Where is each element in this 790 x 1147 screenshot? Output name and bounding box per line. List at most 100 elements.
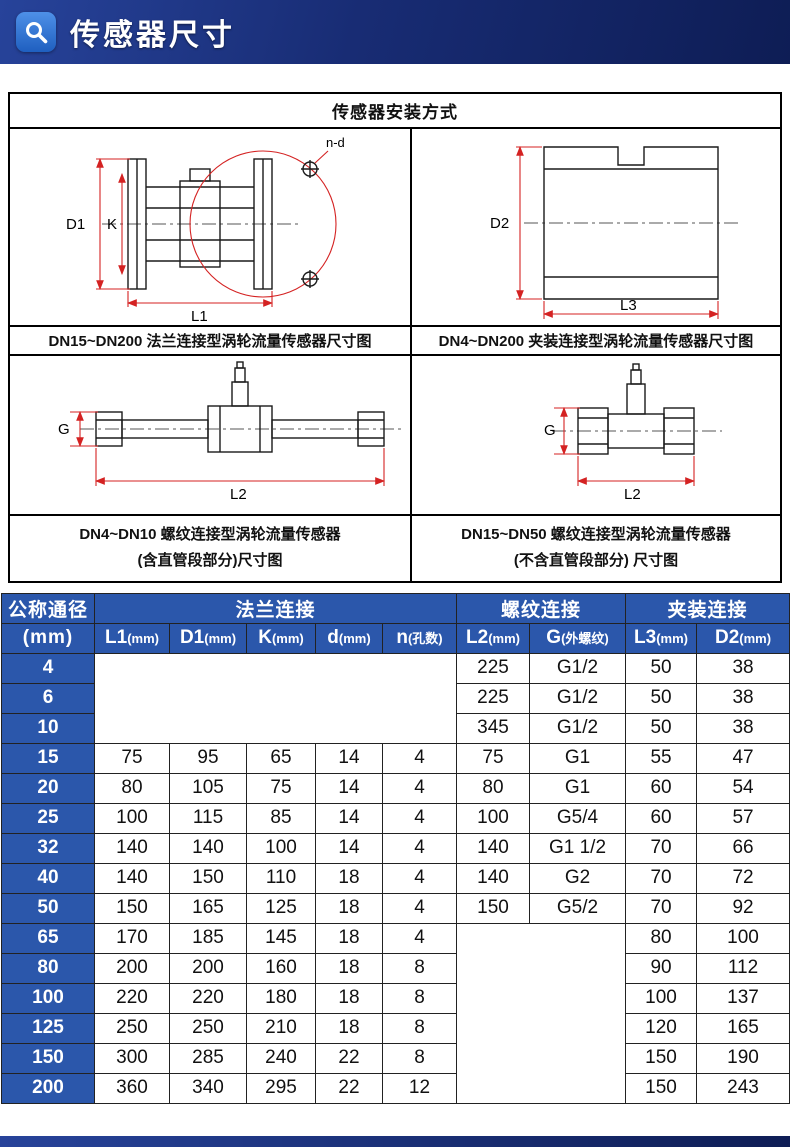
table-subheader-row: (mm) L1(mm)D1(mm)K(mm)d(mm)n(孔数)L2(mm)G(… <box>1 622 790 654</box>
dim-label-l1: L1 <box>191 308 208 325</box>
table-cell: 295 <box>246 1072 316 1104</box>
table-cell: 225 <box>456 652 530 684</box>
page-title: 传感器尺寸 <box>70 19 235 52</box>
dimension-lines <box>96 157 274 307</box>
caption-thread-large-line1: DN15~DN50 螺纹连接型涡轮流量传感器 <box>461 526 731 543</box>
table-cell: 18 <box>315 982 383 1014</box>
cell-nominal-diameter: 40 <box>1 862 95 894</box>
table-cell: 18 <box>315 1012 383 1044</box>
table-group-header-row: 公称通径 法兰连接 螺纹连接 夹装连接 <box>1 592 790 624</box>
dimension-lines <box>516 145 720 319</box>
cell-nominal-diameter: 125 <box>1 1012 95 1044</box>
title-banner: 传感器尺寸 <box>0 0 790 64</box>
table-cell: 220 <box>94 982 170 1014</box>
table-cell: 12 <box>382 1072 457 1104</box>
table-cell: 72 <box>696 862 790 894</box>
table-cell: 100 <box>246 832 316 864</box>
table-cell: 18 <box>315 922 383 954</box>
table-cell: 57 <box>696 802 790 834</box>
column-header-d1: D1(mm) <box>169 622 247 654</box>
table-cell: 165 <box>169 892 247 924</box>
caption-clamp: DN4~DN200 夹装连接型涡轮流量传感器尺寸图 <box>410 325 780 356</box>
cell-nominal-diameter: 10 <box>1 712 95 744</box>
clamp-body <box>543 146 719 300</box>
table-cell: G1 1/2 <box>528 832 627 864</box>
clamp-sensor-svg: D2 L3 <box>490 145 742 319</box>
table-cell: G5/2 <box>528 892 627 924</box>
table-cell: 140 <box>456 862 530 894</box>
table-cell: 140 <box>94 832 170 864</box>
table-cell: 100 <box>456 802 530 834</box>
header-clamp-connection: 夹装连接 <box>625 592 790 624</box>
table-cell: 80 <box>94 772 170 804</box>
bolt-circle <box>189 150 337 298</box>
table-cell: 4 <box>382 742 457 774</box>
table-cell: 200 <box>169 952 247 984</box>
table-cell: 18 <box>315 952 383 984</box>
table-cell: 8 <box>382 1012 457 1044</box>
table-cell: 220 <box>169 982 247 1014</box>
table-cell: 105 <box>169 772 247 804</box>
caption-thread-small-line2: (含直管段部分)尺寸图 <box>137 552 283 570</box>
table-cell: 100 <box>696 922 790 954</box>
table-cell: G2 <box>528 862 627 894</box>
diagram-section-title: 传感器安装方式 <box>10 94 780 129</box>
flange-sensor-svg: D1 K n-d L1 <box>66 135 345 325</box>
table-cell-empty <box>455 922 627 1104</box>
table-cell: 18 <box>315 892 383 924</box>
table-cell: 180 <box>246 982 316 1014</box>
table-cell: 70 <box>625 832 698 864</box>
table-cell: 75 <box>456 742 530 774</box>
dim-label-l2: L2 <box>230 486 247 503</box>
table-cell: 140 <box>94 862 170 894</box>
column-header-l3: L3(mm) <box>625 622 698 654</box>
table-cell: 80 <box>625 922 698 954</box>
column-header-l1: L1(mm) <box>94 622 170 654</box>
bottom-divider-bar <box>0 1135 790 1147</box>
table-cell: 150 <box>625 1042 698 1074</box>
table-cell: 140 <box>169 832 247 864</box>
table-cell: 55 <box>625 742 698 774</box>
cell-nominal-diameter: 32 <box>1 832 95 864</box>
cell-nominal-diameter: 4 <box>1 652 95 684</box>
table-cell: 66 <box>696 832 790 864</box>
table-cell: 50 <box>625 712 698 744</box>
cell-nominal-diameter: 150 <box>1 1042 95 1074</box>
table-cell: 150 <box>456 892 530 924</box>
table-cell: 22 <box>315 1042 383 1074</box>
table-cell: 190 <box>696 1042 790 1074</box>
cell-nominal-diameter: 20 <box>1 772 95 804</box>
table-cell: 8 <box>382 982 457 1014</box>
magnifier-glyph <box>26 22 48 44</box>
table-cell: 14 <box>315 802 383 834</box>
table-cell: 60 <box>625 802 698 834</box>
table-cell: 200 <box>94 952 170 984</box>
table-cell: 160 <box>246 952 316 984</box>
table-cell: 38 <box>696 712 790 744</box>
cell-nominal-diameter: 25 <box>1 802 95 834</box>
table-cell: 90 <box>625 952 698 984</box>
cell-nominal-diameter: 100 <box>1 982 95 1014</box>
table-cell: G1 <box>528 772 627 804</box>
table-cell: 100 <box>94 802 170 834</box>
column-header-g: G(外螺纹) <box>528 622 627 654</box>
dimension-lines <box>554 406 696 486</box>
table-cell: 8 <box>382 952 457 984</box>
table-cell: 340 <box>169 1072 247 1104</box>
table-cell: 65 <box>246 742 316 774</box>
dimension-lines <box>70 410 386 486</box>
thread-small-drawing: G L2 <box>10 356 410 514</box>
table-cell: 185 <box>169 922 247 954</box>
table-cell: 145 <box>246 922 316 954</box>
table-cell: 38 <box>696 682 790 714</box>
table-cell: 115 <box>169 802 247 834</box>
dim-label-k: K <box>107 216 117 233</box>
flange-sensor-drawing: D1 K n-d L1 <box>10 129 410 325</box>
